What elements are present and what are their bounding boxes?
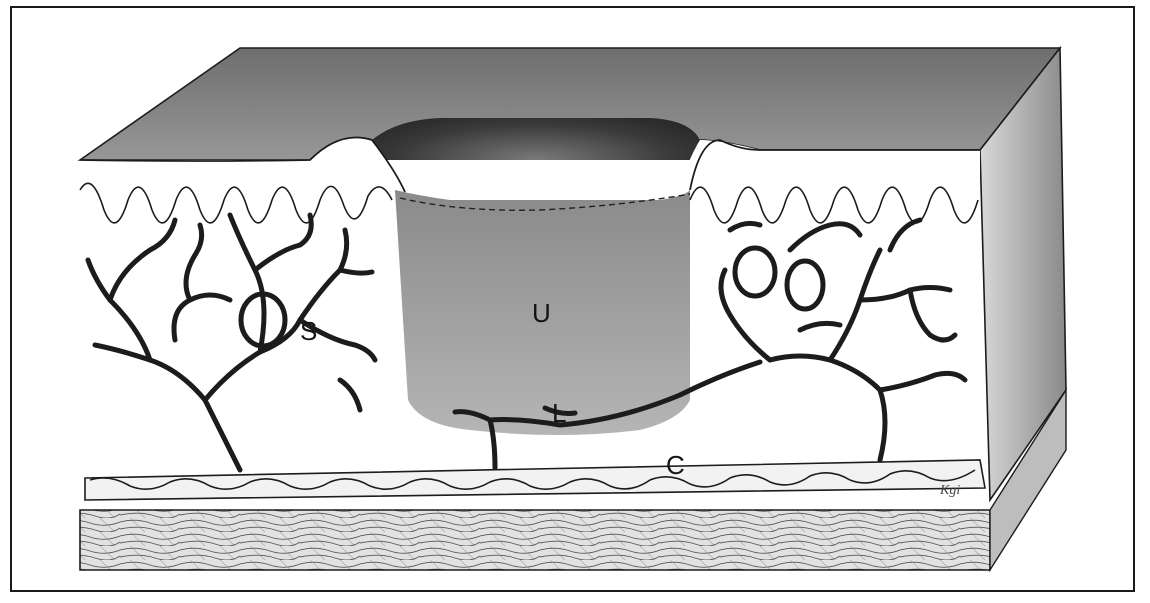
label-u: U [532,298,551,328]
label-c: C [666,450,685,480]
fascia-layer [80,510,990,570]
artist-signature: Kgi [939,483,960,498]
label-l: L [552,398,566,428]
deep-vascular-chain [85,460,985,500]
label-s: S [300,316,317,346]
